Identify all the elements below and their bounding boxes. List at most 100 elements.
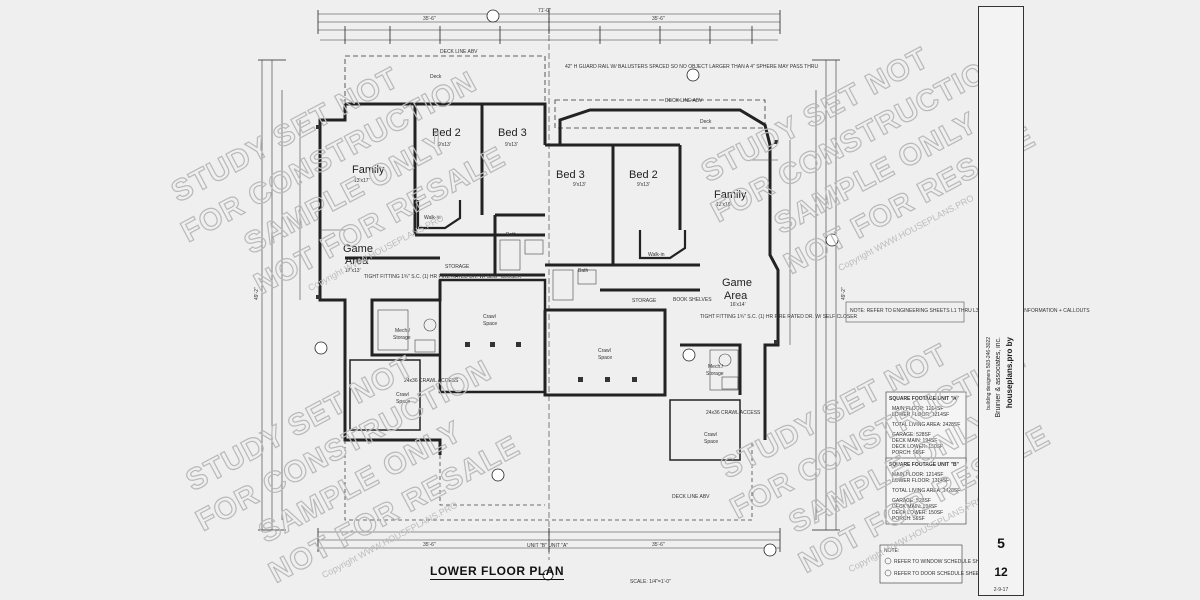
footage-b-row: GARAGE: 528SF (892, 498, 931, 504)
section-markers (314, 9, 839, 581)
note-unit-label: UNIT "B" UNIT "A" (527, 543, 568, 549)
room-size-family-left: 13'x17' (354, 178, 370, 184)
room-size-game-right: 16'x14' (730, 302, 746, 308)
room-size-bed2-right: 9'x13' (637, 182, 650, 188)
footage-b-row: LOWER FLOOR: 1214SF (892, 478, 949, 484)
note-guard-rail: 42" H GUARD RAIL W/ BALUSTERS SPACED SO … (565, 64, 818, 70)
note-fire-door-left: TIGHT FITTING 1¾" S.C. (1) HR FIRE RATED… (364, 274, 522, 280)
footage-b-row: PORCH: 56SF (892, 516, 925, 522)
room-label-walkin-left: Walk-in (424, 215, 441, 221)
dim-half-right-bottom: 35'-6" (652, 542, 665, 548)
crawl-space-left-small (349, 359, 421, 431)
room-label-crawl-left: Crawl (483, 314, 496, 320)
room-label-storage-left: STORAGE (445, 264, 470, 270)
room-label-mech-left: Mech./ (395, 328, 411, 334)
room-size-bed2-left: 9'x13' (438, 142, 451, 148)
room-label-bed3-right: Bed 3 (556, 169, 585, 181)
legend-window: REFER TO WINDOW SCHEDULE SHEET "5" (894, 559, 997, 565)
legend-door: REFER TO DOOR SCHEDULE SHEET "5" (894, 571, 990, 577)
room-label-crawl-left-small-2: Space (396, 399, 410, 405)
dim-half-left-bottom: 35'-6" (423, 542, 436, 548)
room-label-game-left-2: Area (345, 255, 369, 267)
dim-side-right: 49'-2" (841, 287, 847, 300)
room-label-crawl-right-small: Crawl (704, 432, 717, 438)
footage-a-row: TOTAL LIVING AREA: 2428SF (892, 422, 960, 428)
room-label-crawl-left-small: Crawl (396, 392, 409, 398)
watermark-bottom-left: STUDY SET NOT FOR CONSTRUCTION SAMPLE ON… (180, 350, 526, 591)
company-logo: houseplans.pro by Bruinier & associates,… (981, 337, 1021, 467)
footage-a-row: GARAGE: 528SF (892, 432, 931, 438)
plan-title: LOWER FLOOR PLAN (430, 564, 564, 580)
title-block: houseplans.pro by Bruinier & associates,… (978, 6, 1024, 596)
room-label-mech-right-2: Storage (706, 371, 724, 377)
footage-b-header: SQUARE FOOTAGE UNIT "B" (889, 462, 960, 468)
note-deck-line-bottom: DECK LINE ABV (672, 494, 710, 500)
foundation-outline (344, 440, 753, 521)
room-label-family-left: Family (352, 164, 385, 176)
room-label-deck-right: Deck (700, 119, 712, 125)
company-phone: building designers 503-246-3022 (986, 337, 992, 410)
room-label-mech-left-2: Storage (393, 335, 411, 341)
company-name: houseplans.pro by (1005, 337, 1014, 409)
footage-b-row: DECK LOWER: 150SF (892, 510, 943, 516)
room-label-family-right: Family (714, 189, 747, 201)
room-label-crawl-right-2: Space (598, 355, 612, 361)
footage-a-row: MAIN FLOOR: 1214SF (892, 406, 943, 412)
room-label-bed3-left: Bed 3 (498, 127, 527, 139)
room-label-game-right: Game (722, 277, 752, 289)
walkin-unit-left (416, 200, 462, 230)
room-size-bed3-left: 9'x13' (505, 142, 518, 148)
room-label-mech-right: Mech./ (708, 364, 724, 370)
note-deck-line: DECK LINE ABV (440, 49, 478, 55)
room-label-bath-right: Bath (578, 268, 589, 274)
room-label-crawl-right: Crawl (598, 348, 611, 354)
footage-table-a: SQUARE FOOTAGE UNIT "A" MAIN FLOOR: 1214… (885, 391, 967, 463)
note-crawl-access-right: 24x36 CRAWL ACCESS (706, 410, 761, 416)
room-label-game-left: Game (343, 243, 373, 255)
footage-b-row: TOTAL LIVING AREA: 2428SF (892, 488, 960, 494)
piers (316, 125, 778, 382)
footage-a-row: LOWER FLOOR: 1214SF (892, 412, 949, 418)
dim-half-right: 35'-6" (652, 16, 665, 22)
footage-b-row: DECK MAIN: 194SF (892, 504, 937, 510)
engineering-note-box (845, 301, 965, 323)
room-label-walkin-right: Walk-in (648, 252, 665, 258)
footage-a-row: DECK LOWER: 150SF (892, 444, 943, 450)
crawl-space-right-small (669, 399, 741, 461)
footage-a-header: SQUARE FOOTAGE UNIT "A" (889, 396, 960, 402)
room-size-game-left: 17'x13' (345, 268, 361, 274)
sheet-page-number: 5 (997, 535, 1005, 551)
room-size-bed3-right: 9'x13' (573, 182, 586, 188)
dimension-ticks (258, 10, 840, 552)
sheet-total: 12 (994, 565, 1008, 579)
room-label-storage-right: STORAGE (632, 298, 657, 304)
room-label-crawl-left-2: Space (483, 321, 497, 327)
walls-unit-right (543, 108, 780, 440)
interior-details (299, 120, 791, 391)
footage-a-row: DECK MAIN: 194SF (892, 438, 937, 444)
note-book-shelves: BOOK SHELVES (673, 297, 712, 303)
note-engineering: NOTE: REFER TO ENGINEERING SHEETS L1 THR… (850, 308, 1090, 314)
legend-title: NOTE: (884, 548, 899, 554)
company-name-2: Bruinier & associates, inc. (995, 337, 1002, 418)
note-fire-door-right: TIGHT FITTING 1¾" S.C. (1) HR FIRE RATED… (700, 314, 858, 320)
room-label-crawl-right-small-2: Space (704, 439, 718, 445)
room-label-game-right-2: Area (724, 290, 748, 302)
room-size-family-right: 12'x16' (716, 202, 732, 208)
room-label-bed2-left: Bed 2 (432, 127, 461, 139)
footage-b-row: MAIN FLOOR: 1214SF (892, 472, 943, 478)
legend-box: NOTE: REFER TO WINDOW SCHEDULE SHEET "5"… (879, 544, 997, 584)
note-crawl-access-left: 24x36 CRAWL ACCESS (404, 378, 459, 384)
note-deck-line-right: DECK LINE ABV (665, 98, 703, 104)
room-label-bath-left: Bath (506, 232, 517, 238)
watermark-left: STUDY SET NOT FOR CONSTRUCTION SAMPLE ON… (165, 61, 511, 302)
dim-side-left: 49'-2" (254, 287, 260, 300)
footage-table-b: SQUARE FOOTAGE UNIT "B" MAIN FLOOR: 1214… (885, 457, 967, 525)
room-label-deck-left: Deck (430, 74, 442, 80)
room-label-bed2-right: Bed 2 (629, 169, 658, 181)
walkin-unit-right (638, 230, 687, 260)
footage-a-row: PORCH: 56SF (892, 450, 925, 456)
sheet-date: 2-9-17 (993, 587, 1009, 593)
